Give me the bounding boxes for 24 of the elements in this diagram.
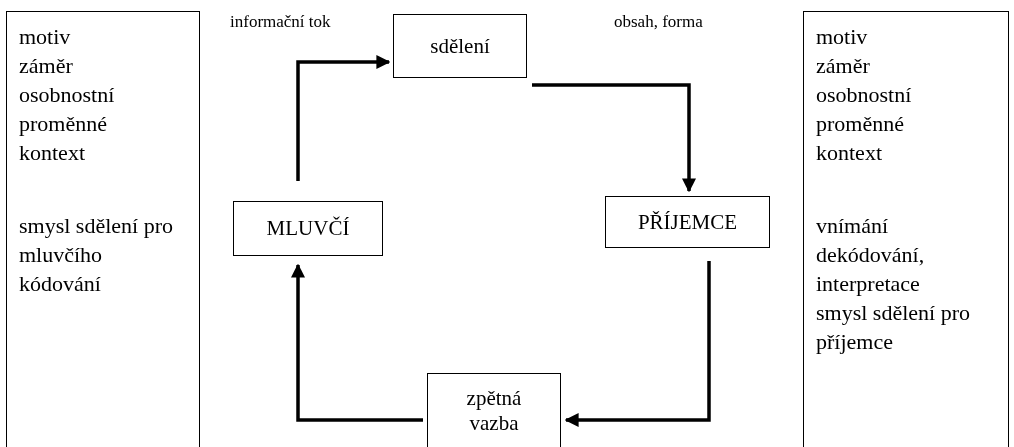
note-box xyxy=(6,11,200,447)
process-box xyxy=(605,196,770,248)
arrow xyxy=(564,261,711,427)
box-text: MLUVČÍ xyxy=(266,216,350,241)
arrow xyxy=(291,263,423,422)
edge-label: obsah, forma xyxy=(612,12,705,32)
box-text: kódování xyxy=(19,270,102,298)
process-box xyxy=(233,201,383,256)
box-text: motiv xyxy=(816,23,869,51)
box-text: PŘÍJEMCE xyxy=(637,209,738,235)
box-text: sdělení xyxy=(430,33,490,59)
box-text: vnímání xyxy=(816,212,890,240)
box-text: záměr xyxy=(19,52,74,80)
box-text: smysl sdělení pro příjemce xyxy=(816,299,971,356)
box-text: záměr xyxy=(816,52,871,80)
process-box xyxy=(427,373,561,447)
process-box xyxy=(393,14,527,78)
box-text: motiv xyxy=(19,23,72,51)
box-text: kontext xyxy=(19,139,86,167)
note-box xyxy=(803,11,1009,447)
box-text: kontext xyxy=(816,139,883,167)
box-text: zpětná vazba xyxy=(465,385,523,436)
arrow xyxy=(532,83,696,193)
arrow xyxy=(296,55,391,181)
